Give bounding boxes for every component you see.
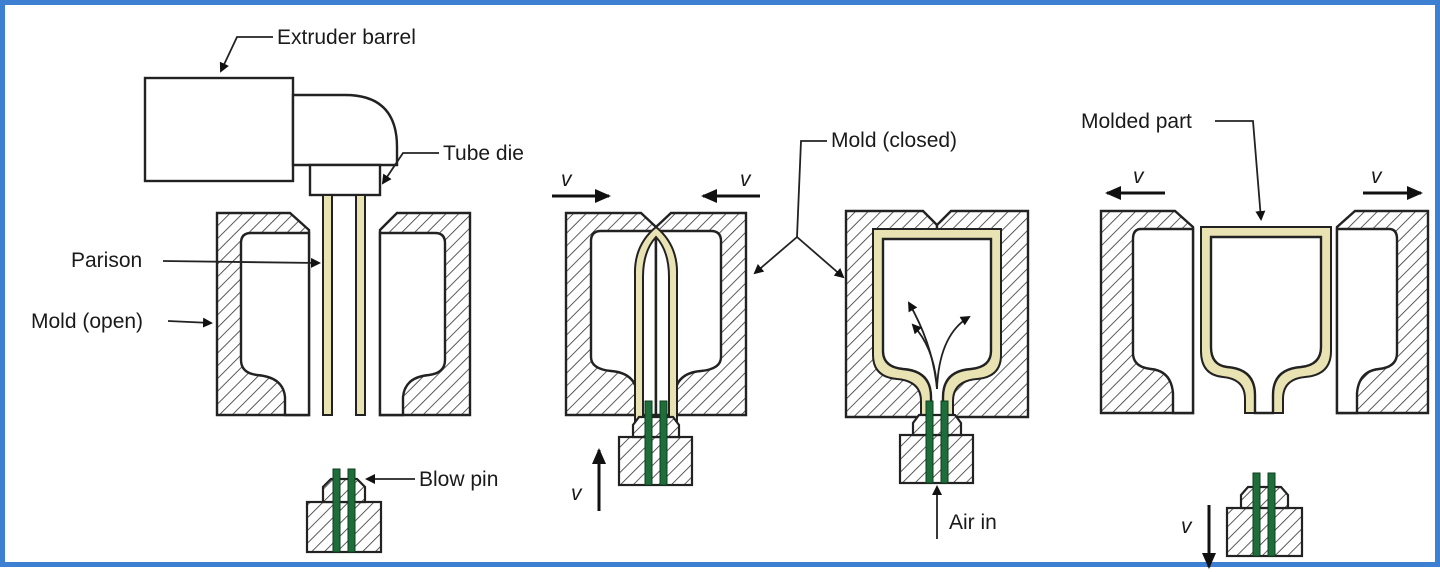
blow-pin-body xyxy=(305,500,383,554)
stage-ejection: v v v Molded part xyxy=(1081,110,1430,569)
blow-pin-body xyxy=(617,435,694,487)
blow-pin-assembly-2 xyxy=(617,400,694,487)
extruder-elbow xyxy=(291,93,399,167)
leader-mold-closed-left xyxy=(753,236,798,275)
label-mold-closed: Mold (closed) xyxy=(831,129,957,152)
blow-pin-nozzle xyxy=(911,413,963,437)
label-air-in: Air in xyxy=(949,511,997,534)
blow-pin-core xyxy=(332,468,341,553)
velocity-label: v xyxy=(740,168,752,191)
blow-pin-core xyxy=(1267,472,1276,557)
leader-parison xyxy=(162,257,321,268)
label-blow-pin: Blow pin xyxy=(419,468,498,491)
leader-molded-part xyxy=(1215,120,1266,221)
air-flow-arrow xyxy=(936,315,971,390)
stage-extrusion: Extruder barrel Tube die Parison Mold (o… xyxy=(31,26,524,554)
blow-pin-core xyxy=(659,400,668,486)
blow-pin-core xyxy=(347,468,356,553)
blow-pin-core xyxy=(1252,472,1261,557)
label-extruder-barrel: Extruder barrel xyxy=(277,26,416,49)
velocity-label: v xyxy=(1181,515,1193,538)
blow-pin-body xyxy=(1225,506,1304,558)
label-molded-part: Molded part xyxy=(1081,110,1192,133)
blow-pin-nozzle xyxy=(321,477,367,504)
mold-open-right-cavity xyxy=(378,231,447,417)
mold-eject-left-cavity xyxy=(1131,227,1195,415)
blow-pin-core xyxy=(644,400,653,486)
blow-pin-assembly-3 xyxy=(898,400,975,485)
stage-blowing: Air in xyxy=(844,209,1030,539)
blow-pin-core xyxy=(940,400,949,484)
blow-pin-body xyxy=(898,433,975,485)
velocity-label: v xyxy=(1371,165,1383,188)
leader-mold-closed-right xyxy=(796,236,845,279)
mold-eject-right-cavity xyxy=(1335,227,1399,415)
parison-right-wall xyxy=(355,194,366,416)
blow-pin-nozzle xyxy=(1239,485,1290,510)
leader-tube-die xyxy=(381,152,439,185)
tube-die xyxy=(308,163,382,197)
velocity-label: v xyxy=(571,482,583,505)
velocity-label: v xyxy=(561,168,573,191)
parison-pinched xyxy=(633,225,679,426)
leader-mold-open xyxy=(167,317,213,328)
extruder-barrel xyxy=(143,76,295,183)
mold-open-left-cavity xyxy=(239,231,311,417)
stage-mold-closing: v v v xyxy=(552,168,760,511)
label-mold-open: Mold (open) xyxy=(31,310,143,333)
label-tube-die: Tube die xyxy=(443,142,524,165)
blow-pin-nozzle xyxy=(631,415,681,439)
air-flow-arrow xyxy=(911,323,938,390)
blow-pin-assembly-4 xyxy=(1225,472,1304,558)
velocity-label: v xyxy=(1133,165,1145,188)
parison-left-wall xyxy=(322,194,333,416)
leader-extruder-barrel xyxy=(219,36,273,73)
molded-part-interior xyxy=(1209,235,1323,415)
label-parison: Parison xyxy=(71,249,142,272)
blow-pin-core xyxy=(925,400,934,484)
blow-pin-assembly-1 xyxy=(305,468,383,554)
leader-mold-closed xyxy=(796,140,827,238)
blow-molding-diagram: Extruder barrel Tube die Parison Mold (o… xyxy=(31,26,1430,569)
